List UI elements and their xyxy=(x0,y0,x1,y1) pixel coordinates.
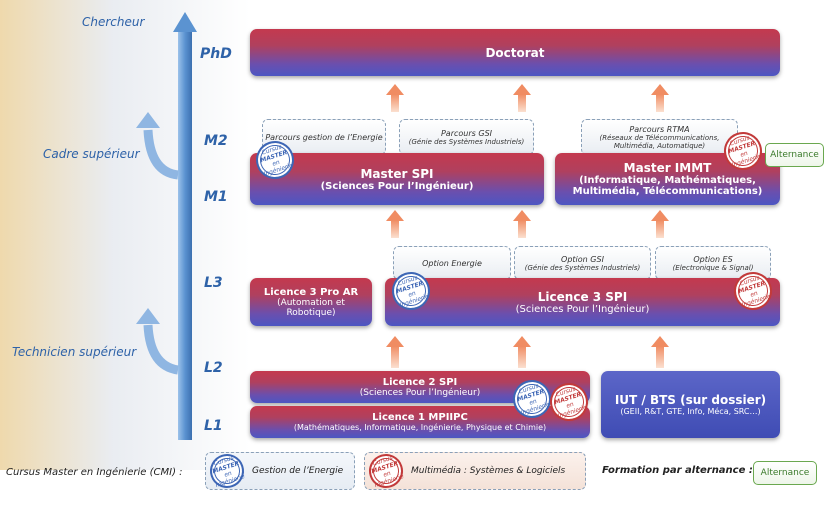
option-gsi-title: Option GSI xyxy=(561,254,604,264)
label-chercheur: Chercheur xyxy=(82,15,145,29)
master-spi-title: Master SPI xyxy=(360,166,434,181)
parcours-gsi-title: Parcours GSI xyxy=(440,128,492,138)
iut-title: IUT / BTS (sur dossier) xyxy=(614,393,767,407)
side-arrow-cadre xyxy=(143,129,179,180)
licence3pro-sub2: Robotique) xyxy=(286,307,336,318)
up-arrow xyxy=(513,84,531,112)
legend-multimedia-label: Multimédia : Systèmes & Logiciels xyxy=(411,466,566,476)
side-arrow-cadre-head xyxy=(136,112,160,128)
option-es-title: Option ES xyxy=(693,254,733,264)
career-axis-head xyxy=(173,12,197,32)
up-arrow xyxy=(386,84,404,112)
box-iut-bts: IUT / BTS (sur dossier) (GEII, R&T, GTE,… xyxy=(601,371,780,438)
up-arrows xyxy=(386,84,669,368)
master-immt-sub2: Multimédia, Télécommunications) xyxy=(572,186,763,197)
licence3spi-sub: (Sciences Pour l’Ingénieur) xyxy=(515,303,650,315)
up-arrow xyxy=(386,336,404,368)
box-licence3-spi: Licence 3 SPI (Sciences Pour l’Ingénieur… xyxy=(385,278,780,326)
label-cadre: Cadre supérieur xyxy=(43,147,140,161)
legend-alternance-badge: Alternance xyxy=(753,461,817,485)
option-gsi: Option GSI (Génie des Systèmes Industrie… xyxy=(514,246,651,280)
option-parcours-gsi: Parcours GSI (Génie des Systèmes Industr… xyxy=(399,119,534,155)
level-l1: L1 xyxy=(204,418,223,434)
level-l2: L2 xyxy=(204,360,223,376)
licence2-sub: (Sciences Pour l’Ingénieur) xyxy=(359,387,481,398)
side-arrow-technicien xyxy=(143,324,179,375)
box-doctorat: Doctorat xyxy=(250,29,780,76)
parcours-gsi-sub: (Génie des Systèmes Industriels) xyxy=(408,137,525,146)
option-energie-label: Option Energie xyxy=(422,258,482,268)
label-technicien: Technicien supérieur xyxy=(12,345,137,359)
alternance-badge-master: Alternance xyxy=(765,143,824,167)
licence3pro-title: Licence 3 Pro AR xyxy=(263,286,359,298)
option-parcours-rtma: Parcours RTMA (Réseaux de Télécommunicat… xyxy=(581,119,738,155)
parcours-rtma-sub2: Multimédia, Automatique) xyxy=(613,141,706,150)
up-arrow xyxy=(513,336,531,368)
parcours-energie-label: Parcours gestion de l’Energie xyxy=(265,132,383,142)
legend-cmi-label: Cursus Master en Ingénierie (CMI) : xyxy=(6,467,183,478)
up-arrow xyxy=(651,84,669,112)
side-arrow-technicien-head xyxy=(136,308,160,324)
option-gsi-sub: (Génie des Systèmes Industriels) xyxy=(524,263,641,272)
licence1-title: Licence 1 MPIIPC xyxy=(372,412,468,423)
master-spi-sub: (Sciences Pour l’Ingénieur) xyxy=(320,180,474,192)
licence3pro-sub1: (Automation et xyxy=(277,297,345,308)
box-master-spi: Master SPI (Sciences Pour l’Ingénieur) xyxy=(250,153,544,205)
level-m1: M1 xyxy=(204,189,228,205)
master-immt-title: Master IMMT xyxy=(623,161,712,175)
legend-energie-label: Gestion de l’Energie xyxy=(252,466,344,476)
master-immt-sub1: (Informatique, Mathématiques, xyxy=(579,175,756,186)
legend-formation-label: Formation par alternance : xyxy=(602,465,753,476)
box-licence3-pro: Licence 3 Pro AR (Automation et Robotiqu… xyxy=(250,278,372,326)
doctorat-title: Doctorat xyxy=(485,45,545,60)
licence1-sub: (Mathématiques, Informatique, Ingénierie… xyxy=(293,423,547,432)
option-parcours-energie: Parcours gestion de l’Energie xyxy=(262,119,386,155)
up-arrow xyxy=(513,210,531,238)
licence3spi-title: Licence 3 SPI xyxy=(537,289,628,304)
career-axis xyxy=(178,30,192,440)
up-arrow xyxy=(651,336,669,368)
iut-sub: (GEII, R&T, GTE, Info, Méca, SRC…) xyxy=(620,407,761,416)
level-l3: L3 xyxy=(204,275,223,291)
up-arrow xyxy=(651,210,669,238)
left-gradient-background xyxy=(0,0,250,470)
option-es-sub: (Electronique & Signal) xyxy=(672,263,754,272)
parcours-rtma-sub1: (Réseaux de Télécommunications, xyxy=(599,133,720,142)
level-m2: M2 xyxy=(204,133,228,149)
parcours-rtma-title: Parcours RTMA xyxy=(629,124,690,134)
level-phd: PhD xyxy=(200,46,232,62)
licence2-title: Licence 2 SPI xyxy=(382,376,458,388)
up-arrow xyxy=(386,210,404,238)
